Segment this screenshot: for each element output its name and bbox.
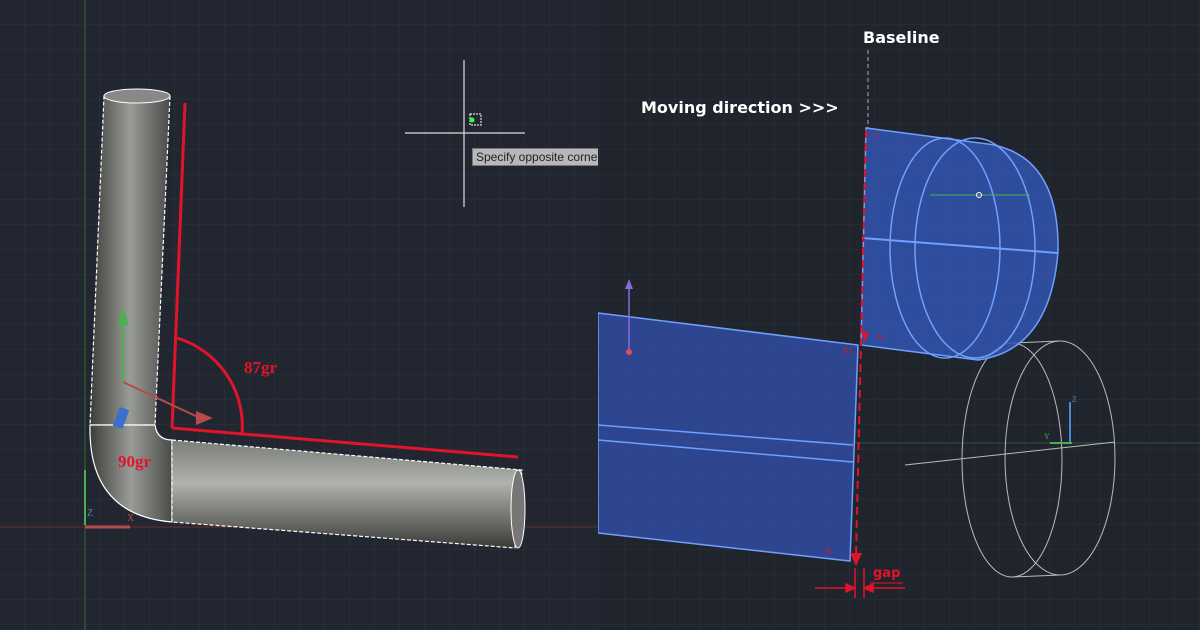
moving-direction-label: Moving direction >>> [641,98,839,117]
right-cad-viewport[interactable] [598,0,1200,630]
angle-label-87: 87gr [244,358,278,377]
point-label-b1: B1 [843,346,853,355]
axis-label-x: X [127,513,135,524]
crosshair-cursor [405,60,525,207]
red-reference-line [855,129,867,556]
pipe-elbow [89,424,173,523]
angle-label-90: 90gr [118,452,152,471]
ucs-icon [625,279,1072,444]
gap-dimension [815,568,905,598]
point-label-b: B [826,547,832,556]
axis-label-y: Y [1044,432,1050,441]
command-tooltip: Specify opposite corner [472,148,600,166]
axis-label-z-right: Z [1072,395,1077,404]
point-label-a1: A1 [876,333,886,342]
axis-label-z: Z [87,508,94,519]
baseline-label: Baseline [863,28,940,47]
angle-annotation [170,102,519,459]
left-cad-viewport[interactable] [0,0,598,630]
gap-label: gap [873,566,901,581]
pipe-horizontal [171,439,523,549]
ucs-icon [84,308,213,529]
point-label-a: A [873,130,879,139]
workpiece-lower [598,312,859,562]
